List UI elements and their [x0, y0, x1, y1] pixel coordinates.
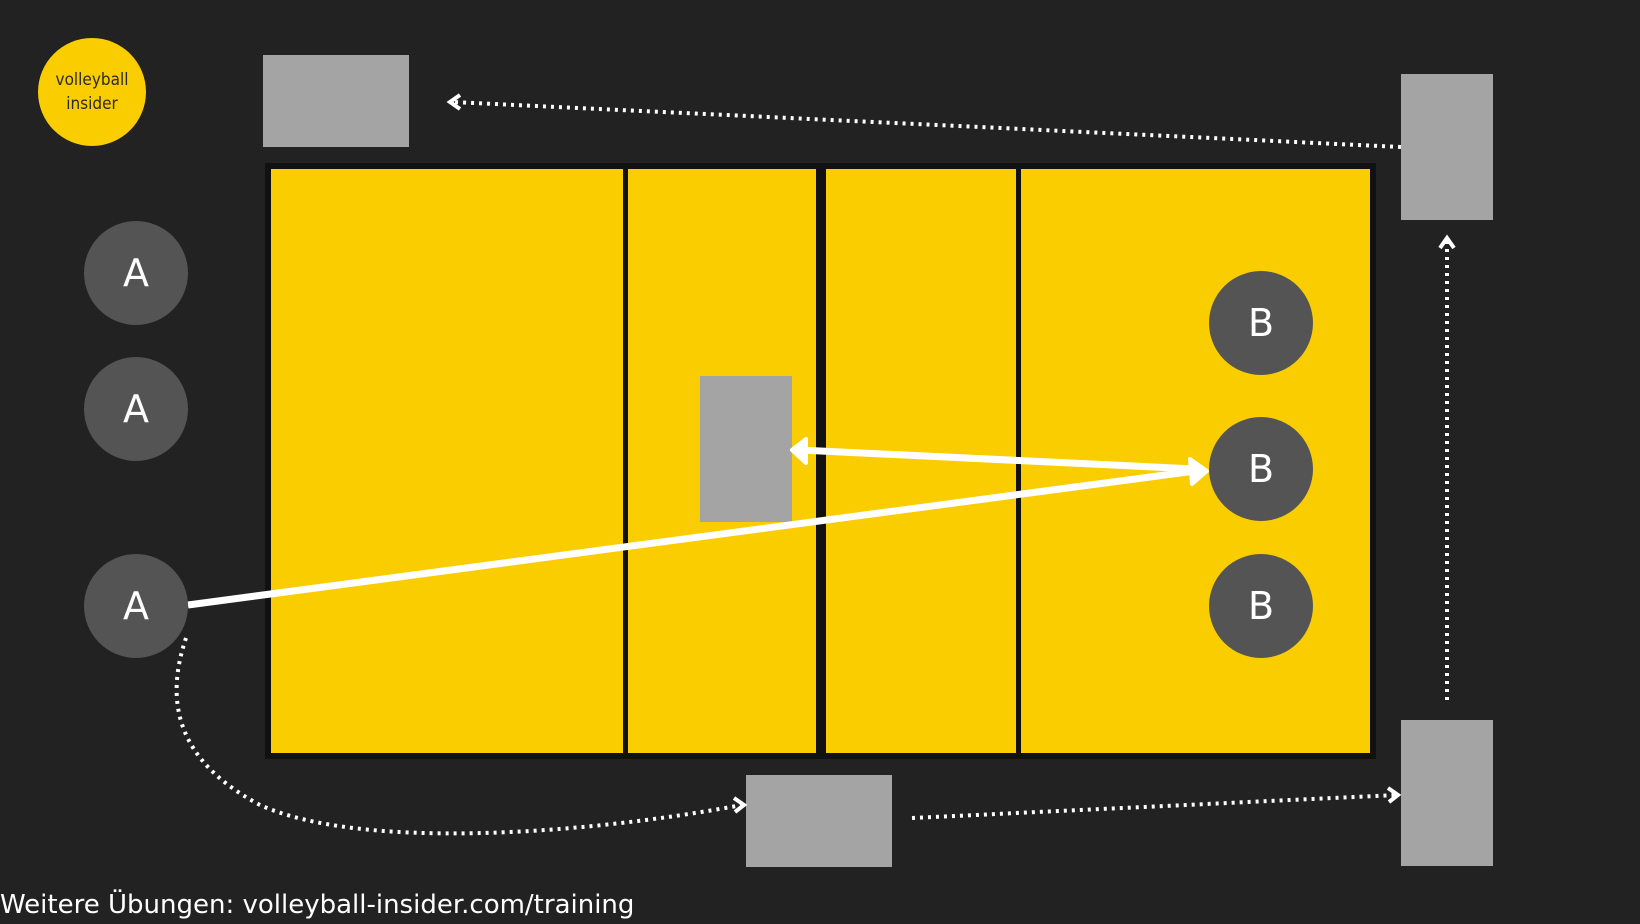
- dotted-arrowhead-right-vertical: [1438, 234, 1456, 250]
- player-b-1: B: [1209, 271, 1313, 375]
- player-a-2: A: [84, 357, 188, 461]
- logo-text-line2: insider: [66, 94, 118, 114]
- player-a-1-label: A: [123, 251, 149, 295]
- player-b-1-label: B: [1247, 301, 1275, 345]
- station-top-left: [263, 55, 409, 147]
- player-b-3-label: B: [1247, 584, 1275, 628]
- attack-line-left: [623, 169, 628, 753]
- dotted-arrowhead-bottom-right: [1386, 786, 1402, 804]
- dotted-path-top: [451, 100, 1402, 149]
- footer-link-text[interactable]: Weitere Übungen: volleyball-insider.com/…: [0, 890, 635, 920]
- station-bottom-center: [746, 775, 892, 867]
- arrowhead-to-box: [790, 437, 808, 465]
- station-top-right: [1401, 74, 1493, 220]
- arrowhead-to-b: [1188, 457, 1209, 486]
- dotted-path-bottom-right: [911, 793, 1397, 820]
- dotted-arrowhead-top: [446, 93, 462, 111]
- ball-path-pass: [799, 446, 1196, 473]
- player-a-3: A: [84, 554, 188, 658]
- station-bottom-right: [1401, 720, 1493, 866]
- ball-path-serve: [187, 467, 1196, 609]
- player-b-2: B: [1209, 417, 1313, 521]
- player-b-2-label: B: [1247, 447, 1275, 491]
- volleyball-insider-logo: volleyball insider: [38, 38, 146, 146]
- setter-target-box: [700, 376, 792, 522]
- player-a-2-label: A: [123, 387, 149, 431]
- player-a-3-label: A: [123, 584, 149, 628]
- player-a-1: A: [84, 221, 188, 325]
- net-line: [816, 169, 826, 753]
- logo-text-line1: volleyball: [55, 70, 129, 90]
- dotted-path-curve-left: [174, 637, 743, 836]
- player-b-3: B: [1209, 554, 1313, 658]
- dotted-arrowhead-curve-left: [732, 796, 748, 814]
